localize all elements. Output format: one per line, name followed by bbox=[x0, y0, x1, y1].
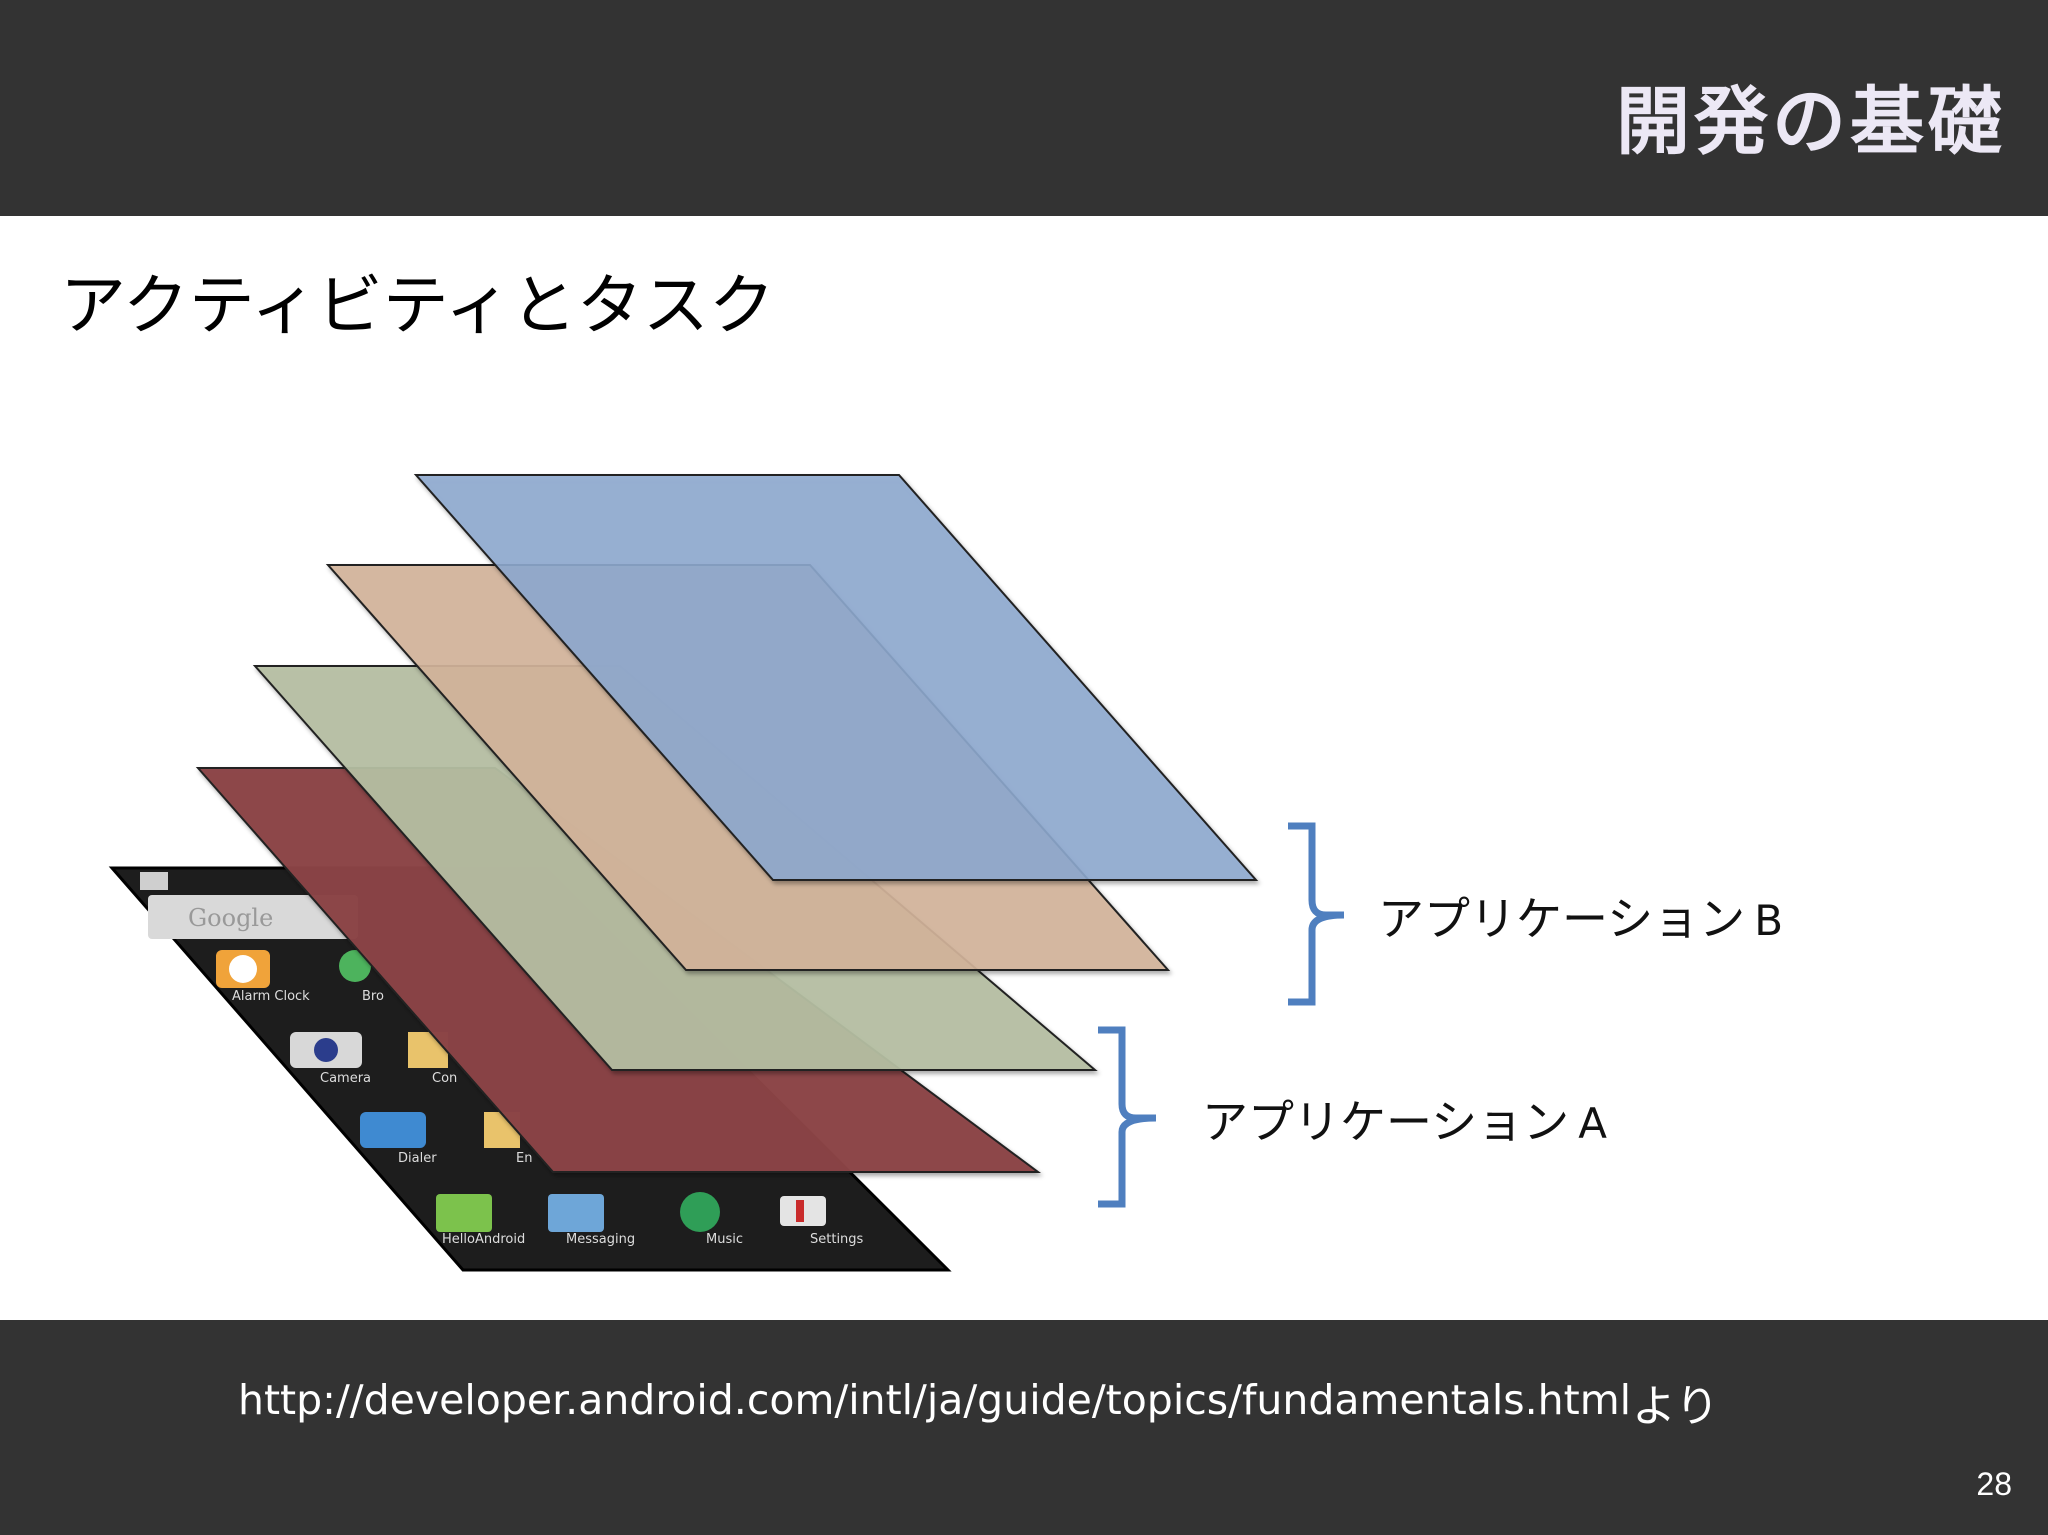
camera-icon bbox=[290, 1032, 362, 1068]
icon-caption-alarm-clock: Alarm Clock bbox=[232, 989, 310, 1004]
settings-icon bbox=[780, 1196, 826, 1226]
status-icon bbox=[140, 872, 168, 890]
hello-android-icon bbox=[436, 1194, 492, 1232]
source-suffix: より bbox=[1632, 1381, 1720, 1432]
icon-caption-messaging: Messaging bbox=[566, 1232, 635, 1247]
label-application-a-text: アプリケーション bbox=[1202, 1095, 1569, 1149]
header-bar: 開発の基礎 bbox=[0, 0, 2048, 216]
source-url: http://developer.android.com/intl/ja/gui… bbox=[238, 1376, 1632, 1424]
section-title: 開発の基礎 bbox=[1616, 79, 2006, 165]
icon-caption-hello-android: HelloAndroid bbox=[442, 1232, 525, 1247]
icon-caption-camera: Camera bbox=[320, 1071, 371, 1086]
label-application-a-letter: A bbox=[1578, 1099, 1607, 1148]
label-application-a: アプリケーション A bbox=[1202, 1095, 1607, 1149]
icon-caption-music: Music bbox=[706, 1232, 743, 1247]
label-application-b-letter: B bbox=[1754, 896, 1783, 945]
label-application-b-text: アプリケーション bbox=[1378, 892, 1745, 946]
search-box bbox=[148, 895, 358, 939]
search-box-text: Google bbox=[188, 904, 273, 932]
label-application-b: アプリケーション B bbox=[1378, 892, 1783, 946]
dialer-icon bbox=[360, 1112, 426, 1148]
layer-blue bbox=[413, 474, 1259, 881]
icon-caption-email: En bbox=[516, 1151, 532, 1166]
slide-heading: アクティビティとタスク bbox=[60, 267, 775, 344]
page-number: 28 bbox=[1976, 1466, 2012, 1502]
browser-icon bbox=[339, 950, 371, 982]
icon-caption-browser: Bro bbox=[362, 989, 384, 1004]
footer-bar: http://developer.android.com/intl/ja/gui… bbox=[0, 1320, 2048, 1535]
music-icon bbox=[680, 1192, 720, 1232]
icon-caption-contacts: Con bbox=[432, 1071, 457, 1086]
icon-caption-dialer: Dialer bbox=[398, 1151, 437, 1166]
messaging-icon bbox=[548, 1194, 604, 1232]
icon-caption-settings: Settings bbox=[810, 1232, 864, 1247]
alarm-clock-icon bbox=[216, 950, 270, 988]
bracket-application-a bbox=[1098, 1026, 1157, 1208]
activity-stack-diagram: Google Alarm Clock Bro Camera Con Dialer… bbox=[108, 474, 1783, 1272]
bracket-application-b bbox=[1288, 822, 1345, 1006]
